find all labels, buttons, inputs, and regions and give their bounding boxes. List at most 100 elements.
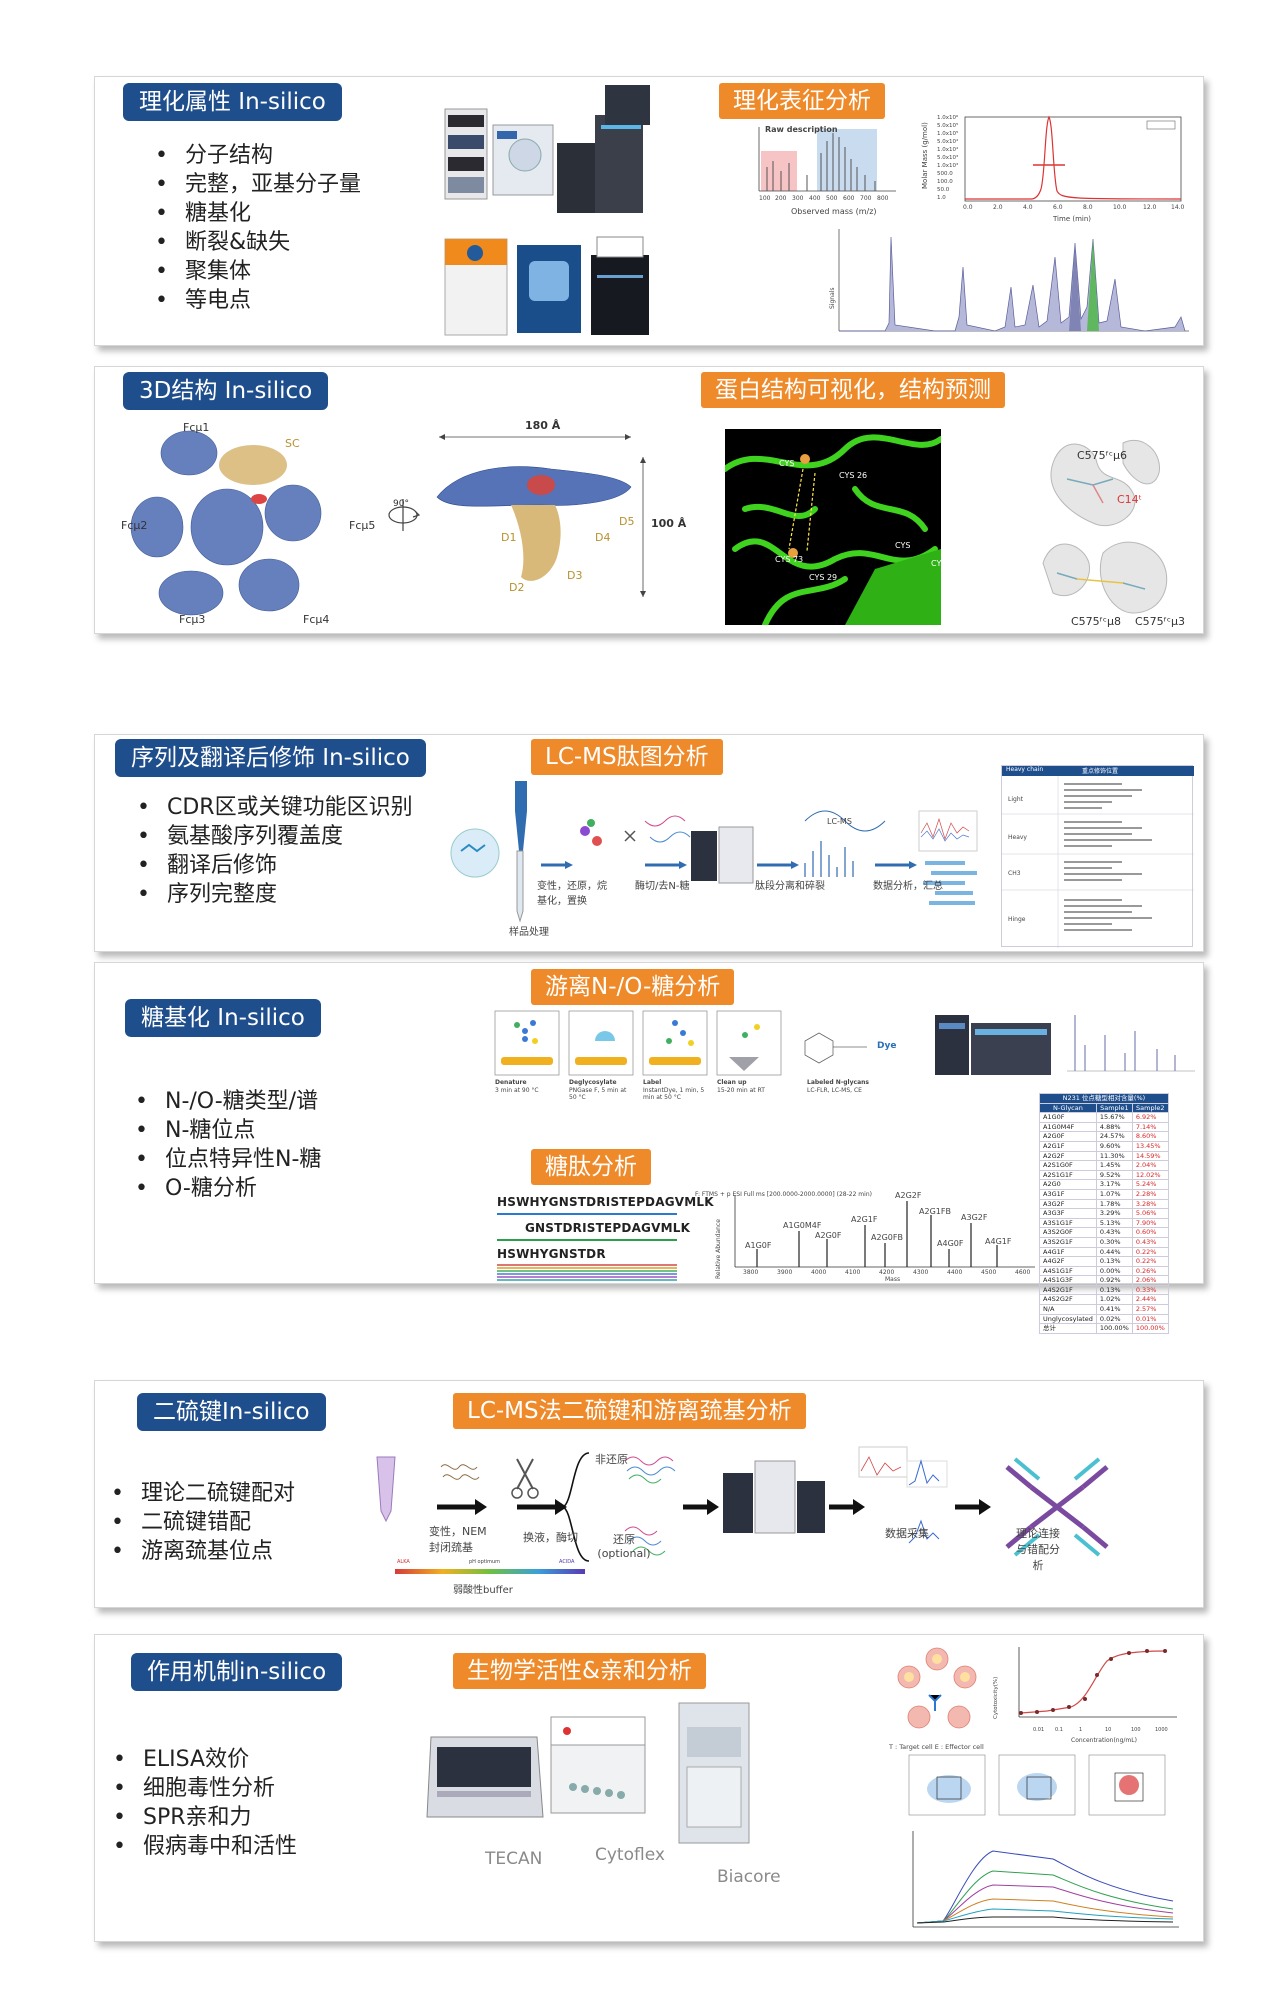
glycan-value-cell: 0.43% [1131,1236,1169,1248]
bullets-glycosylation: N-/O-糖类型/谱 N-糖位点 位点特异性N-糖 O-糖分析 [131,1087,321,1203]
label-180a: 180 Å [525,419,561,432]
glycan-name-cell: A3G1F [1039,1188,1097,1200]
bullet-item: 氨基酸序列覆盖度 [133,822,413,851]
green-label: CYS [931,559,947,568]
glycan-table-header: Sample2 [1131,1102,1169,1114]
step-title: Label [643,1079,662,1086]
ptm-summary-table: Heavy chain 重点修饰位置 Light Heavy CH3 Hinge [1001,765,1194,948]
glycan-name-cell: A4S1G1F [1039,1265,1097,1277]
workflow-label: 数据分析，汇总 [873,881,943,892]
ms-xtick: 4500 [981,1269,997,1276]
ms-peak-label: A2G2F [895,1191,922,1200]
sec-ytick: 5.0x10³ [937,155,959,161]
bullet-item: 位点特异性N-糖 [131,1145,321,1174]
glycan-value-cell: 0.00% [1095,1265,1133,1277]
ph-label: ACIDA [559,1559,575,1565]
panel-glycosylation: 糖基化 In-silico 游离N-/O-糖分析 糖肽分析 N-/O-糖类型/谱… [94,962,1204,1334]
bullet-item: 聚集体 [151,257,361,286]
ms-xtick: 4200 [879,1269,895,1276]
sec-ytick: 500.0 [937,171,953,177]
ms-spectrum-title: Raw description [765,125,838,134]
glycan-name-cell: A2S1G0F [1039,1160,1097,1171]
tag-disulfide-lcms-analysis: LC-MS法二硫键和游离巯基分析 [453,1393,806,1429]
glycan-value-cell: 0.13% [1095,1256,1133,1267]
label-d1: D1 [501,531,517,544]
glycan-value-cell: 24.57% [1095,1131,1133,1142]
glycan-value-cell: 2.04% [1131,1160,1169,1171]
ms-xtick: 4100 [845,1269,861,1276]
glycan-value-cell: 2.57% [1131,1304,1169,1315]
label-d4: D4 [595,531,611,544]
glycan-name-cell: A4S2G2F [1039,1294,1097,1306]
step-desc: 15-20 min at RT [717,1087,765,1094]
glycan-value-cell: 0.44% [1095,1246,1133,1258]
step-desc: InstantDye, 1 min, 5 min at 50 °C [643,1087,705,1101]
glycan-value-cell: 2.44% [1131,1294,1169,1306]
glycan-table-title: N231 位点糖型相对含量(%) [1039,1093,1169,1104]
glycan-value-cell: 0.41% [1095,1304,1133,1315]
bullet-item: N-糖位点 [131,1116,321,1145]
glycan-value-cell: 0.33% [1131,1284,1169,1296]
cell-killing-diagram [897,1647,977,1729]
agilent-system-icon [557,85,650,213]
sec-mals-chart [964,115,1182,202]
tag-3d-structure-insilico: 3D结构 In-silico [123,372,329,410]
disulfide-step: 非还原 [595,1453,628,1466]
tag-lcms-peptide-mapping: LC-MS肽图分析 [531,739,723,775]
ms-spectrum-chart [751,123,901,207]
rotation-icon [388,499,421,531]
instrument-label-tecan: TECAN [485,1849,543,1869]
bullet-item: ELISA效价 [109,1745,297,1774]
green-label: CYS 26 [839,471,868,480]
tag-physicochemical-characterization: 理化表征分析 [719,83,885,119]
tag-bioactivity-affinity: 生物学活性&亲和分析 [453,1653,706,1689]
flow-cytometry-plots [908,1754,1166,1816]
ms-xtick: 4300 [913,1269,929,1276]
ms-xtick: 4400 [947,1269,963,1276]
label-sc: SC [285,437,300,450]
label-fc2: Fcμ2 [121,519,148,532]
curve-xtick: 0.1 [1055,1727,1063,1733]
disulfide-step: 还原 (optional) [597,1533,651,1560]
glycan-name-cell: A4S1G3F [1039,1275,1097,1286]
ptm-table-row: CH3 [1008,870,1021,877]
glycan-name-cell: 总计 [1039,1323,1097,1334]
glycan-value-cell: 1.78% [1095,1198,1133,1210]
step-title: Denature [495,1079,527,1086]
workflow-label: 变性，还原，烷基化，置换 [537,881,607,907]
glycan-value-cell: 2.06% [1131,1275,1169,1286]
bullet-item: 假病毒中和活性 [109,1832,297,1861]
glycopeptide-ms-title: F: FTMS + p ESI Full ms [200.0000-2000.0… [695,1191,872,1198]
ms-x-label: Observed mass (m/z) [791,207,877,216]
curve-xtick: 100 [1131,1727,1141,1733]
bullets-physicochemical: 分子结构 完整，亚基分子量 糖基化 断裂&缺失 聚集体 等电点 [151,141,361,315]
sec-xtick: 2.0 [993,204,1003,211]
sec-ytick: 1.0x10⁵ [937,131,959,137]
cytoflex-icon [550,1716,646,1814]
tag-sequence-ptm-insilico: 序列及翻译后修饰 In-silico [115,739,426,777]
curve-xtick: 1 [1079,1727,1083,1733]
ms-xtick: 700 [860,195,872,202]
glycopeptide-sequence: HSWHYGNSTDRISTEPDAGVMLK [497,1195,714,1209]
sequence-coverage-lines [497,1264,677,1281]
glycan-value-cell: 4.88% [1095,1121,1133,1133]
tag-physicochemical-insilico: 理化属性 In-silico [123,83,342,121]
glycan-name-cell: A4G1F [1039,1246,1097,1258]
disulfide-step: 换液，酶切 [523,1531,578,1544]
curve-xlabel: Concentration(ng/mL) [1071,1737,1137,1744]
glycan-value-cell: 0.22% [1131,1256,1169,1267]
hplc-stack-icon [444,108,488,200]
tag-glycosylation-insilico: 糖基化 In-silico [125,999,321,1037]
peptide-mapping-workflow [450,781,978,923]
ms-xtick: 200 [775,195,787,202]
glycan-value-cell: 14.59% [1131,1150,1169,1162]
glycan-value-cell: 6.92% [1131,1112,1169,1123]
panel-disulfide: 二硫键In-silico LC-MS法二硫键和游离巯基分析 理论二硫键配对 二硫… [94,1380,1204,1608]
label-100a: 100 Å [651,517,687,530]
